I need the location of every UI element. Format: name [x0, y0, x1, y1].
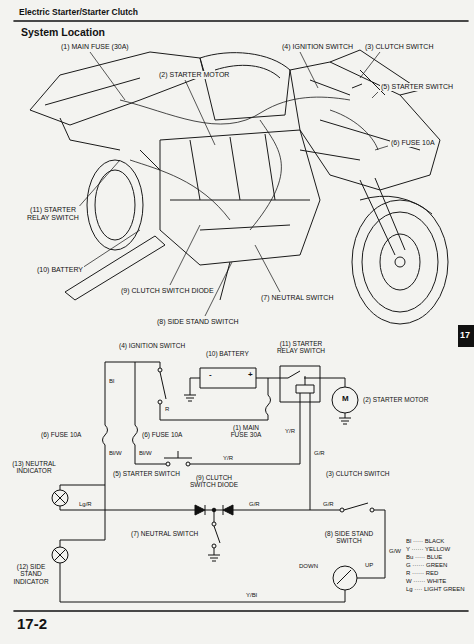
callout-label: (5) STARTER SWITCH	[112, 470, 181, 477]
running-head: Electric Starter/Starter Clutch	[18, 8, 139, 18]
chapter-tab-number: 17	[459, 330, 471, 340]
callout-label: (12) SIDE STAND INDICATOR	[8, 563, 54, 585]
color-code-legend: Bu ····· BLUE	[405, 554, 443, 561]
callout-label: (3) CLUTCH SWITCH	[364, 43, 434, 51]
frame-parts	[140, 150, 360, 300]
callout-label: (1) MAIN FUSE (30A)	[60, 43, 130, 51]
callout-label: (9) CLUTCH SWITCH DIODE	[184, 474, 244, 489]
callout-label: (8) SIDE STAND SWITCH	[156, 318, 240, 326]
color-code-legend: W ······ WHITE	[405, 578, 447, 585]
callout-label: (7) NEUTRAL SWITCH	[130, 530, 199, 537]
chapter-tab	[458, 325, 474, 347]
callout-label: (7) NEUTRAL SWITCH	[260, 294, 334, 302]
wire-color-code: G/R	[248, 501, 261, 508]
callout-label: (10) BATTERY	[36, 266, 84, 274]
tail-seat	[30, 52, 205, 150]
wire-color-code: Bl	[108, 378, 115, 385]
motor-mark: M	[341, 394, 350, 403]
starter-motor-symbol	[332, 387, 358, 413]
callout-label: (6) FUSE 10A	[40, 431, 82, 438]
page-number: 17-2	[16, 615, 48, 632]
ignition-switch-symbol	[160, 372, 166, 399]
callout-label: (8) SIDE STAND SWITCH	[318, 530, 380, 545]
wire-color-code: Y/R	[222, 455, 234, 462]
wire-color-code: Y/Bl	[245, 592, 258, 599]
callout-label: (11) STARTER RELAY SWITCH	[26, 206, 80, 222]
callout-label: (1) MAIN FUSE 30A	[225, 424, 267, 439]
battery-symbol	[200, 368, 256, 388]
lamp-filament	[54, 492, 66, 561]
wire-color-code: Bl/W	[108, 450, 123, 457]
section-title: System Location	[20, 26, 106, 38]
wire	[320, 378, 351, 424]
polarity-mark: +	[247, 370, 254, 379]
wire-color-code: G/R	[313, 450, 326, 457]
header-rule	[14, 20, 468, 22]
wire-color-code: G/W	[388, 548, 402, 555]
wire	[160, 378, 280, 420]
switch-terminal	[340, 508, 344, 512]
front-wheel	[352, 200, 448, 324]
switch-terminal	[166, 462, 170, 466]
callout-label: (4) IGNITION SWITCH	[281, 43, 354, 51]
wire-color-code: Bl/W	[138, 450, 153, 457]
color-code-legend: R ······ RED	[405, 570, 439, 577]
switch-terminal	[370, 508, 374, 512]
footer-rule	[14, 610, 468, 612]
color-code-legend: Bl ····· BLACK	[405, 538, 445, 545]
color-code-legend: G ······ GREEN	[405, 562, 448, 569]
switch-terminal	[186, 462, 190, 466]
front-hub	[395, 257, 405, 267]
front-rim	[362, 212, 438, 312]
callout-label: (9) CLUTCH SWITCH DIODE	[120, 287, 215, 295]
wire-color-code: R	[164, 406, 170, 413]
wire-color-code: Lg/R	[78, 501, 93, 508]
relay-contact-coil	[280, 371, 320, 402]
wire	[60, 563, 351, 602]
motorcycle-illustration	[30, 50, 448, 324]
wire-color-code: G/R	[322, 501, 335, 508]
wire	[60, 402, 340, 510]
brake-disc	[380, 234, 420, 290]
switch-terminal	[158, 368, 162, 372]
switch-terminal	[212, 544, 216, 548]
switch-terminal	[212, 522, 216, 526]
callout-label: (2) STARTER MOTOR	[158, 71, 230, 79]
color-code-legend: Y ······ YELLOW	[405, 546, 451, 553]
wire-harness	[120, 97, 378, 230]
callout-label: (13) NEUTRAL INDICATOR	[8, 460, 60, 475]
callout-label: (6) FUSE 10A	[390, 139, 436, 147]
switch-terminal	[158, 400, 162, 404]
polarity-mark: -	[208, 370, 213, 379]
wire	[60, 445, 105, 547]
engine	[160, 130, 320, 265]
front-fender	[360, 196, 432, 214]
relay-symbol	[280, 366, 320, 402]
callout-label: (3) CLUTCH SWITCH	[325, 470, 391, 477]
color-code-legend: Lg ···· LIGHT GREEN	[405, 586, 466, 593]
callout-label: DOWN	[298, 563, 319, 570]
leader-lines	[76, 52, 388, 316]
callout-label: (11) STARTER RELAY SWITCH	[272, 340, 330, 355]
callout-label: (2) STARTER MOTOR	[362, 396, 429, 403]
callout-label: (6) FUSE 10A	[141, 431, 183, 438]
neutral-switch-symbol	[208, 510, 220, 561]
wire	[105, 362, 160, 425]
side-stand-switch-symbol	[333, 566, 357, 590]
page-rules	[14, 21, 468, 611]
wire-color-code: Y/R	[284, 428, 296, 435]
rear-rim	[95, 170, 135, 240]
rear-wheel	[87, 160, 143, 250]
handlebar	[310, 70, 385, 95]
fuel-tank	[200, 53, 290, 120]
callout-label: (4) IGNITION SWITCH	[118, 342, 186, 349]
callout-label: UP	[364, 562, 374, 569]
wiring-schematic	[52, 362, 385, 602]
callout-label: (5) STARTER SWITCH	[380, 83, 454, 91]
starter-switch-symbol	[164, 451, 192, 458]
leader-line	[76, 52, 388, 316]
ground-symbol	[184, 378, 200, 401]
callout-label: (10) BATTERY	[205, 350, 250, 357]
